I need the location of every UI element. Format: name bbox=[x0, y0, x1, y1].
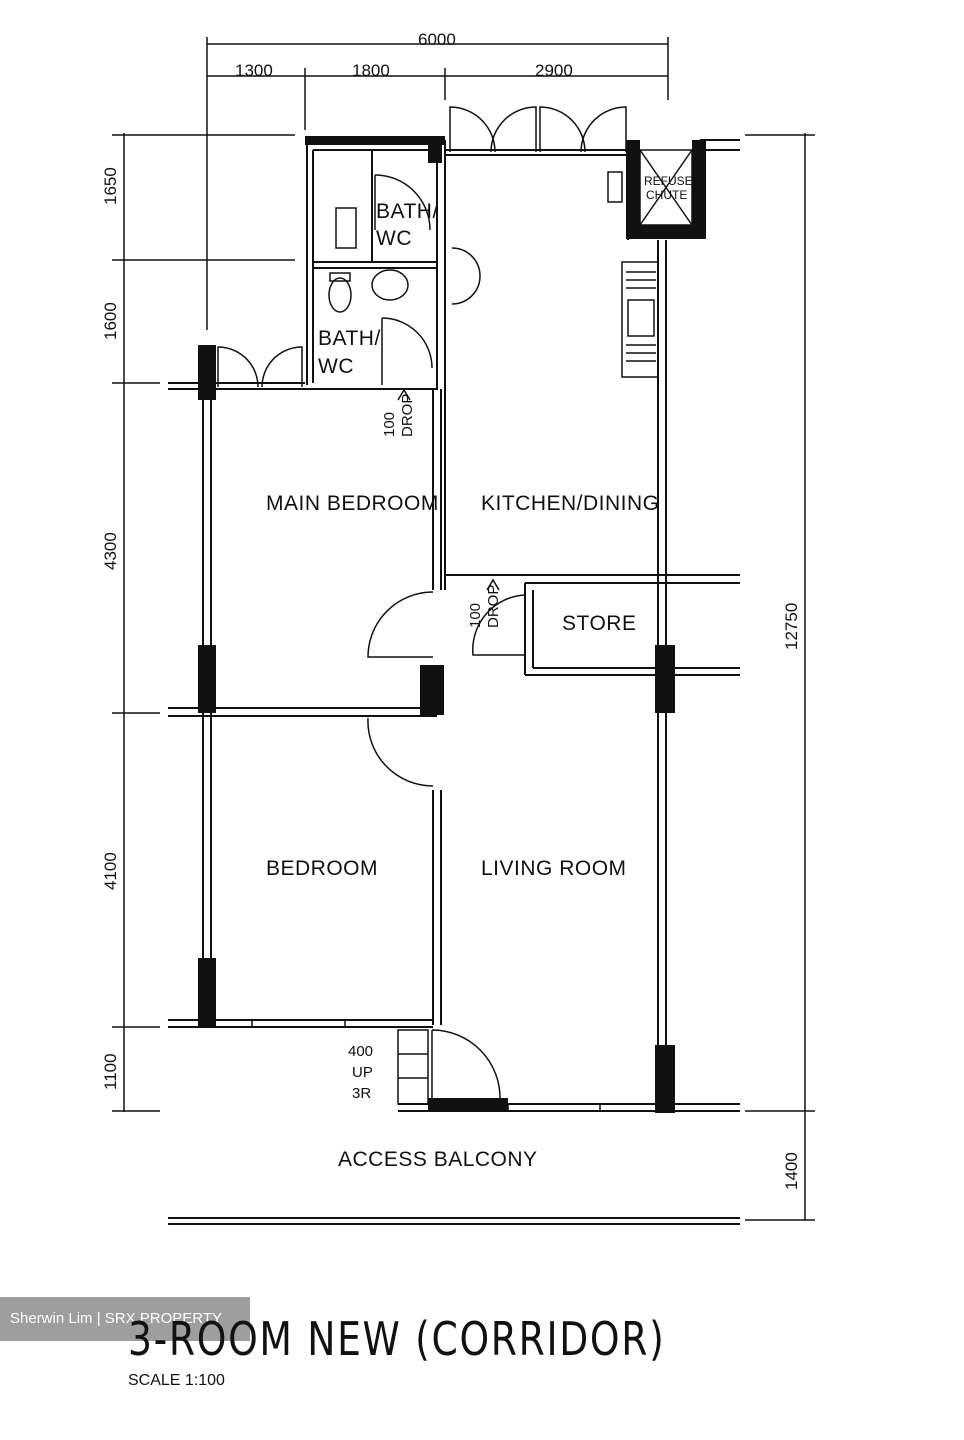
plan-title: 3-ROOM NEW (CORRIDOR) bbox=[128, 1312, 666, 1366]
dim-left-3: 4300 bbox=[101, 532, 120, 570]
label-refuse: REFUSE bbox=[644, 174, 693, 188]
label-bath-1: BATH/ bbox=[376, 200, 439, 223]
dim-left-1: 1650 bbox=[101, 167, 120, 205]
dim-left-2: 1600 bbox=[101, 302, 120, 340]
note-step-up: UP bbox=[352, 1064, 373, 1081]
dim-top-1: 1300 bbox=[235, 61, 273, 80]
label-wc-1: WC bbox=[376, 227, 412, 250]
label-store: STORE bbox=[562, 612, 636, 635]
note-step-height: 400 bbox=[348, 1043, 373, 1060]
dim-left-5: 1100 bbox=[101, 1053, 120, 1090]
note-drop2-value: 100 bbox=[467, 603, 484, 628]
label-wc-2: WC bbox=[318, 355, 354, 378]
dim-right-total: 12750 bbox=[782, 603, 801, 650]
dim-top-2: 1800 bbox=[352, 61, 390, 80]
note-step-risers: 3R bbox=[352, 1085, 371, 1102]
plan-scale: SCALE 1:100 bbox=[128, 1372, 225, 1389]
floor-plan: 6000 1300 1800 2900 1650 1600 4300 4100 … bbox=[101, 30, 815, 1225]
label-bedroom: BEDROOM bbox=[266, 857, 378, 880]
dim-top-3: 2900 bbox=[535, 61, 573, 80]
label-chute: CHUTE bbox=[646, 188, 687, 202]
note-drop2-label: DROP bbox=[485, 585, 502, 628]
label-access-balcony: ACCESS BALCONY bbox=[338, 1148, 538, 1171]
label-main-bedroom: MAIN BEDROOM bbox=[266, 492, 439, 515]
label-kitchen-dining: KITCHEN/DINING bbox=[481, 492, 660, 515]
dim-left-4: 4100 bbox=[101, 852, 120, 890]
dim-right-balcony: 1400 bbox=[782, 1152, 801, 1190]
dim-top-total: 6000 bbox=[418, 30, 456, 49]
label-living-room: LIVING ROOM bbox=[481, 857, 627, 880]
note-drop1-label: DROP bbox=[399, 394, 416, 437]
note-drop1-value: 100 bbox=[381, 412, 398, 437]
label-bath-2: BATH/ bbox=[318, 327, 381, 350]
watermark: Sherwin Lim | SRX PROPERTY bbox=[0, 1297, 250, 1341]
